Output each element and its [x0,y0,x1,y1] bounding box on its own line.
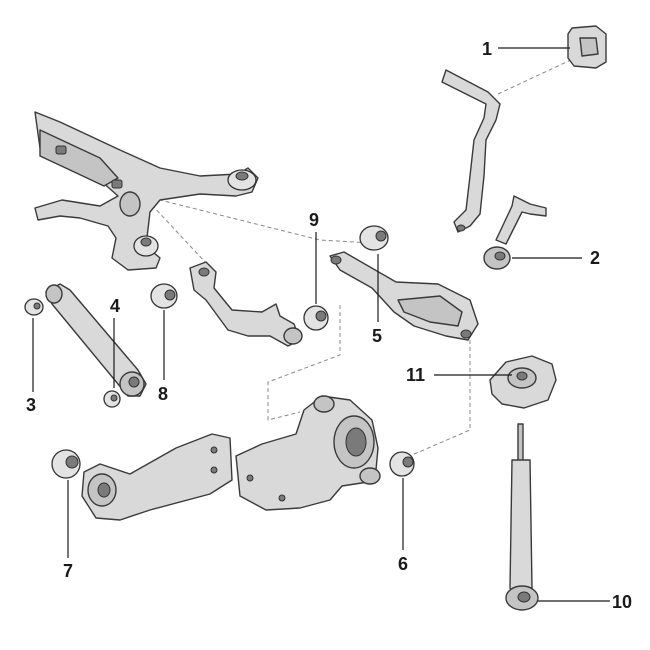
stabilizer-bar [441,69,501,233]
bushing-part-4-small [103,390,121,408]
label-part-2: 2 [590,248,600,268]
rear-subframe [34,111,259,271]
subframe-slot [55,145,67,155]
shock-absorber-part-10 [505,423,539,611]
stabilizer-bushing-part-1 [567,25,607,69]
bushing-part-9 [359,225,389,251]
subframe-slot [111,179,123,189]
link-eye-hole [330,255,342,265]
track-link-part-4 [45,283,147,397]
label-part-7: 7 [63,561,73,581]
label-part-1: 1 [482,39,492,59]
transverse-link-part-5 [329,251,479,341]
label-part-4: 4 [110,296,120,316]
bushing-part-8 [150,283,178,309]
subframe-mount-hole [140,237,152,247]
bushing-part-6 [389,451,415,477]
callout-labels: 1 2 3 4 5 6 7 8 9 10 11 [26,39,632,612]
label-part-9: 9 [309,210,319,230]
leader-lines [32,47,610,602]
strut-mount-part-11 [489,355,557,409]
label-part-11: 11 [406,365,425,385]
trailing-arm-bolt-hole [210,446,218,454]
trailing-arm-bolt-hole [210,466,218,474]
bushing-part-3 [24,298,44,316]
bushing-part-9-lower [303,305,329,331]
wheel-bearing-housing [235,395,381,511]
label-part-8: 8 [158,384,168,404]
trailing-arm [81,433,233,521]
assembly-dashed-lines [151,57,576,459]
label-part-5: 5 [372,326,382,346]
coupling-rod-part-2 [483,195,547,270]
subframe-bracket [119,191,141,217]
upper-control-arm [189,261,303,347]
subframe-mount-hole [235,171,249,181]
label-part-6: 6 [398,554,408,574]
label-part-3: 3 [26,395,36,415]
link-eye-hole [460,329,472,339]
piston-rod [517,423,524,465]
label-part-10: 10 [612,592,632,612]
bushing-part-7 [51,449,81,479]
stabilizer-bar-end-hole [456,224,466,232]
